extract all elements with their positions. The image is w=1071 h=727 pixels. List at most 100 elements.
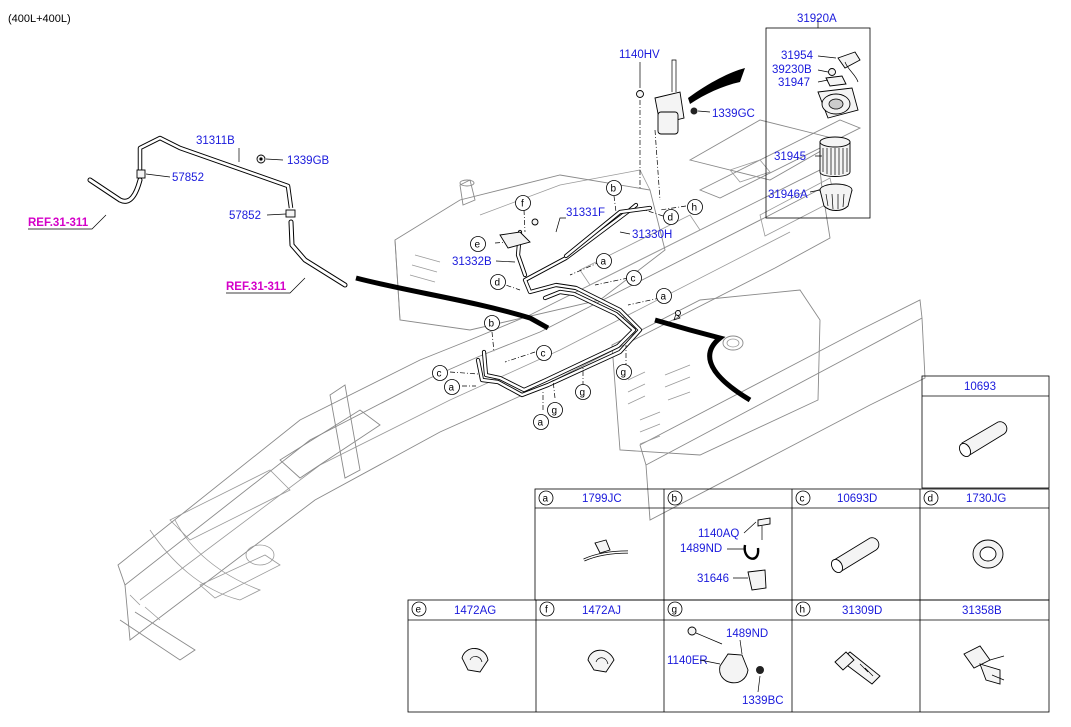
cell-h: h 31309D bbox=[795, 601, 882, 685]
label-31331F: 31331F bbox=[566, 207, 605, 219]
svg-text:c: c bbox=[437, 369, 442, 380]
svg-text:b: b bbox=[611, 184, 617, 195]
label-1339GC: 1339GC bbox=[712, 108, 755, 120]
svg-text:a: a bbox=[601, 257, 607, 268]
label-1339GB: 1339GB bbox=[287, 155, 330, 167]
cell-c: c 10693D bbox=[795, 490, 880, 574]
svg-text:h: h bbox=[692, 203, 698, 214]
svg-text:b: b bbox=[672, 494, 678, 505]
label-31954: 31954 bbox=[781, 50, 814, 62]
fuel-filter-upper bbox=[636, 59, 698, 201]
b-label-1489ND: 1489ND bbox=[680, 543, 722, 555]
marker-g2: g bbox=[575, 384, 591, 400]
label-39230B: 39230B bbox=[772, 64, 812, 76]
svg-text:c: c bbox=[631, 274, 636, 285]
cell-b: b 1140AQ 1489ND 31646 bbox=[667, 490, 771, 591]
svg-text:1472AG: 1472AG bbox=[454, 605, 496, 617]
dashed-leaders bbox=[449, 195, 687, 410]
label-31330H: 31330H bbox=[632, 229, 672, 241]
marker-a4: a bbox=[533, 414, 549, 430]
cell-clip: 31358B bbox=[962, 605, 1005, 685]
marker-d1: d bbox=[663, 209, 679, 225]
thick-leader-right bbox=[654, 317, 752, 403]
filter-bowl-icon bbox=[819, 183, 853, 211]
g-label-1339BC: 1339BC bbox=[742, 695, 784, 707]
svg-text:f: f bbox=[521, 199, 524, 210]
g-label-1489ND: 1489ND bbox=[726, 628, 768, 640]
clip-bracket-icon bbox=[743, 517, 771, 591]
marker-a2: a bbox=[656, 288, 672, 304]
label-1140HV: 1140HV bbox=[619, 49, 660, 61]
svg-text:1730JG: 1730JG bbox=[966, 493, 1006, 505]
label-31946A: 31946A bbox=[768, 189, 808, 201]
label-31920A: 31920A bbox=[797, 13, 837, 25]
svg-text:e: e bbox=[416, 605, 422, 616]
chassis-frame bbox=[117, 119, 926, 661]
marker-c1: c bbox=[626, 270, 642, 286]
svg-text:f: f bbox=[545, 605, 548, 616]
thick-leader-top bbox=[688, 68, 745, 104]
fuel-line-pipes bbox=[475, 202, 653, 398]
b-label-31646: 31646 bbox=[697, 573, 729, 585]
label-31945: 31945 bbox=[774, 151, 806, 163]
svg-text:a: a bbox=[538, 418, 544, 429]
svg-text:g: g bbox=[672, 605, 678, 616]
marker-c3: c bbox=[432, 365, 448, 381]
ref-link-2: REF.31-311 bbox=[226, 281, 287, 293]
filter-cartridge-icon bbox=[819, 136, 851, 177]
bracket-bolt-icon bbox=[687, 626, 764, 684]
svg-text:31358B: 31358B bbox=[962, 605, 1002, 617]
cell-e: e 1472AG bbox=[411, 601, 496, 673]
svg-text:a: a bbox=[661, 292, 667, 303]
svg-text:h: h bbox=[800, 605, 806, 616]
svg-text:d: d bbox=[928, 494, 934, 505]
cell-a: a 1799JC bbox=[538, 490, 629, 562]
svg-text:e: e bbox=[475, 240, 481, 251]
svg-text:c: c bbox=[800, 494, 805, 505]
variant-label: (400L+400L) bbox=[8, 13, 71, 25]
return-hose-assembly bbox=[87, 135, 348, 288]
marker-b1: b bbox=[606, 180, 622, 196]
callout-labels: 31920A 31954 39230B 31947 31945 31946A 1… bbox=[28, 13, 996, 393]
tube-sleeve-icon-small bbox=[830, 537, 880, 574]
svg-text:b: b bbox=[489, 319, 495, 330]
marker-a1: a bbox=[596, 253, 612, 269]
marker-f1: f bbox=[515, 195, 531, 211]
svg-text:g: g bbox=[580, 388, 586, 399]
cell-d: d 1730JG bbox=[923, 490, 1006, 569]
g-label-1140ER: 1140ER bbox=[667, 655, 708, 667]
svg-text:a: a bbox=[543, 494, 549, 505]
clip-icon bbox=[963, 645, 1005, 685]
cable-tie-icon bbox=[583, 539, 629, 562]
svg-text:c: c bbox=[541, 349, 546, 360]
marker-g3: g bbox=[547, 402, 563, 418]
svg-text:10693D: 10693D bbox=[837, 493, 877, 505]
letter-markers: b h d f e a c d a b c c a g g g a bbox=[432, 180, 703, 430]
svg-text:1799JC: 1799JC bbox=[582, 493, 622, 505]
svg-text:d: d bbox=[668, 213, 674, 224]
cell-f: f 1472AJ bbox=[539, 601, 621, 673]
parts-table: a 1799JC b 1140AQ 1489ND 31646 c 10693D bbox=[407, 488, 1050, 713]
label-31311B: 31311B bbox=[196, 135, 235, 147]
label-31947: 31947 bbox=[778, 77, 810, 89]
marker-c2: c bbox=[536, 345, 552, 361]
filter-head-icon bbox=[817, 87, 859, 119]
marker-h1: h bbox=[687, 199, 703, 215]
marker-b2: b bbox=[484, 315, 500, 331]
tube-sleeve-icon bbox=[958, 421, 1008, 458]
hose-clamp-icon bbox=[461, 648, 489, 673]
svg-text:31309D: 31309D bbox=[842, 605, 882, 617]
cell-g: g 1489ND 1140ER 1339BC bbox=[667, 601, 784, 707]
marker-g1: g bbox=[616, 364, 632, 380]
label-57852-b: 57852 bbox=[229, 210, 261, 222]
grommet-icon bbox=[972, 539, 1004, 569]
b-label-1140AQ: 1140AQ bbox=[698, 528, 739, 540]
label-31332B: 31332B bbox=[452, 256, 492, 268]
fuel-tank-left bbox=[394, 174, 666, 331]
fuel-tank-right bbox=[611, 289, 821, 456]
marker-a3: a bbox=[444, 379, 460, 395]
hose-clamp-icon-f bbox=[587, 649, 615, 673]
svg-text:g: g bbox=[552, 406, 558, 417]
filter-assembly-box bbox=[765, 18, 871, 219]
